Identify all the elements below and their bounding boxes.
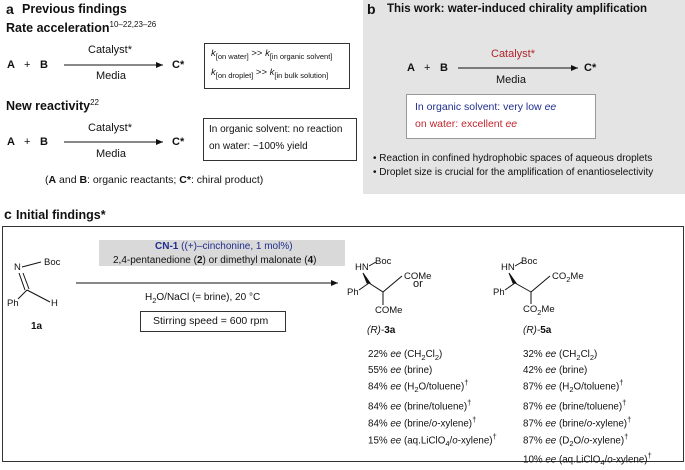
product-3a-bonds xyxy=(358,261,403,305)
panel-a-caption: (A and B: organic reactants; C*: chiral … xyxy=(45,174,264,186)
5a-result-3: 87% ee (H2O/toluene)† xyxy=(523,378,624,395)
panel-c-frame xyxy=(2,226,684,462)
3a-result-4: 84% ee (brine/toluene)† xyxy=(368,397,472,413)
row2-media: Media xyxy=(96,148,126,160)
b-media: Media xyxy=(496,74,526,86)
p3-boc: Boc xyxy=(375,256,392,267)
p3-hn: HN xyxy=(355,262,369,273)
b-plus: + xyxy=(424,62,431,74)
catalyst-box xyxy=(99,240,345,266)
b-reactant-b: B xyxy=(440,62,448,74)
panel-c-letter: c xyxy=(4,206,12,222)
p5-label: (R)-5a xyxy=(523,325,552,336)
conditions-line: H2O/NaCl (= brine), 20 °C xyxy=(145,292,261,305)
substrate-1a-bonds xyxy=(17,261,51,303)
panel-b-letter: b xyxy=(367,1,376,17)
results-3a: 22% ee (CH2Cl2) 55% ee (brine) 84% ee (H2O… xyxy=(368,349,497,450)
b-water-line: on water: excellent ee xyxy=(415,118,518,130)
5a-result-6: 87% ee (D2O/o-xylene)† xyxy=(523,431,629,448)
row2-product: C* xyxy=(172,136,185,148)
p5-ester-1: CO2Me xyxy=(552,271,584,284)
5a-result-1: 32% ee (CH2Cl2) xyxy=(523,349,598,362)
substrate-n: N xyxy=(14,262,21,273)
row1-media: Media xyxy=(96,70,126,82)
new-refs: 22 xyxy=(90,98,99,107)
panel-b: b This work: water-induced chirality amp… xyxy=(363,0,685,194)
substrate-label: 1a xyxy=(31,321,43,332)
reagent-line: 2,4-pentanedione (2) or dimethyl malonat… xyxy=(113,255,317,266)
b-product: C* xyxy=(584,62,597,74)
stirring-box: Stirring speed = 600 rpm xyxy=(140,311,286,332)
panel-a-letter: a xyxy=(6,1,14,17)
panel-b-title: This work: water-induced chirality ampli… xyxy=(387,3,648,15)
substrate-ph: Ph xyxy=(7,298,19,309)
p5-boc: Boc xyxy=(521,256,538,267)
reactivity-line-1: In organic solvent: no reaction xyxy=(209,124,343,135)
rate-box: k[on water] >> k[in organic solvent] k[o… xyxy=(204,43,350,89)
row2-catalyst: Catalyst* xyxy=(88,122,133,134)
row2-reactant-a: A xyxy=(7,136,15,148)
b-catalyst: Catalyst* xyxy=(491,48,536,60)
results-5a: 32% ee (CH2Cl2) 42% ee (brine) 87% ee (H2O… xyxy=(523,349,652,470)
substrate-h: H xyxy=(51,298,58,309)
rate-line-2: k[on droplet] >> k[in bulk solution] xyxy=(211,67,329,80)
b-reactant-a: A xyxy=(407,62,415,74)
reactivity-box: In organic solvent: no reaction on water… xyxy=(203,118,357,161)
3a-result-1: 22% ee (CH2Cl2) xyxy=(368,349,443,362)
p5-hn: HN xyxy=(501,262,515,273)
panel-c-title: Initial findings* xyxy=(16,208,106,222)
p5-ester-2: CO2Me xyxy=(523,304,555,317)
row1-product: C* xyxy=(172,59,185,71)
row1-reactant-b: B xyxy=(40,59,48,71)
row2-plus: + xyxy=(24,136,31,148)
substrate-boc: Boc xyxy=(44,257,61,268)
row1-reactant-a: A xyxy=(7,59,15,71)
rate-refs: 10–22,23–26 xyxy=(109,20,157,29)
stirring-label: Stirring speed = 600 rpm xyxy=(153,315,269,327)
5a-result-2: 42% ee (brine) xyxy=(523,364,588,376)
rate-acceleration-heading: Rate acceleration10–22,23–26 xyxy=(6,20,157,36)
new-reactivity-heading: New reactivity22 xyxy=(6,98,99,114)
3a-result-6: 15% ee (aq.LiClO4/o-xylene)† xyxy=(368,431,497,448)
b-organic-line: In organic solvent: very low ee xyxy=(415,101,557,113)
row1-catalyst: Catalyst* xyxy=(88,44,133,56)
p5-ph: Ph xyxy=(493,287,505,298)
or-text: or xyxy=(413,278,423,290)
b-bullet-2: • Droplet size is crucial for the amplif… xyxy=(373,167,654,178)
p3-label: (R)-3a xyxy=(367,325,396,336)
p3-come-2: COMe xyxy=(375,305,403,316)
reactivity-line-2: on water: ~100% yield xyxy=(209,141,308,152)
row2-reactant-b: B xyxy=(40,136,48,148)
5a-result-5: 87% ee (brine/o-xylene)† xyxy=(523,414,632,430)
panel-a-title: Previous findings xyxy=(22,2,127,16)
p3-ph: Ph xyxy=(347,287,359,298)
3a-result-5: 84% ee (brine/o-xylene)† xyxy=(368,414,477,430)
product-5a-bonds xyxy=(504,261,551,304)
rate-line-1: k[on water] >> k[in organic solvent] xyxy=(211,48,333,61)
b-bullet-1: • Reaction in confined hydrophobic space… xyxy=(373,153,653,164)
b-comparison-box: In organic solvent: very low ee on water… xyxy=(406,94,596,139)
3a-result-3: 84% ee (H2O/toluene)† xyxy=(368,378,469,395)
3a-result-2: 55% ee (brine) xyxy=(368,364,433,376)
p3-come-1: COMe xyxy=(404,271,432,282)
catalyst-line: CN-1 ((+)–cinchonine, 1 mol%) xyxy=(155,241,293,252)
row1-plus: + xyxy=(24,59,31,71)
5a-result-4: 87% ee (brine/toluene)† xyxy=(523,397,627,413)
